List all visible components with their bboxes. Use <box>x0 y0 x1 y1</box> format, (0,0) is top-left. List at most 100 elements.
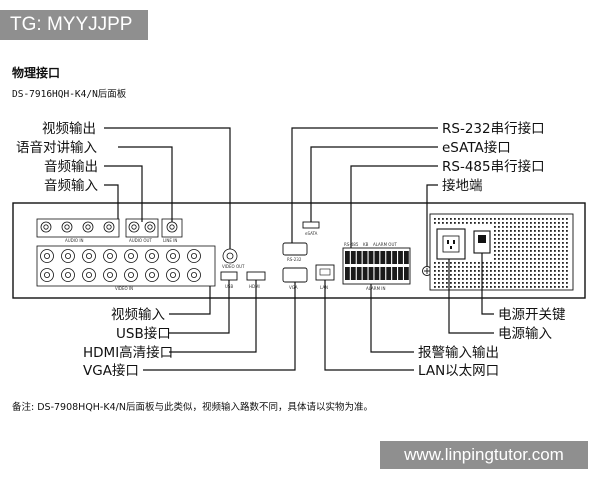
vent-hole <box>542 234 544 236</box>
vent-hole <box>502 222 504 224</box>
vent-hole <box>470 286 472 288</box>
vent-hole <box>546 286 548 288</box>
bnc-pin <box>65 252 72 259</box>
vent-hole <box>494 286 496 288</box>
vent-hole <box>434 282 436 284</box>
vent-hole <box>534 282 536 284</box>
vent-hole <box>510 266 512 268</box>
vent-hole <box>538 250 540 252</box>
vent-hole <box>526 262 528 264</box>
vent-hole <box>518 234 520 236</box>
vent-hole <box>510 226 512 228</box>
vent-hole <box>522 262 524 264</box>
terminal-pin <box>380 251 386 264</box>
vent-hole <box>462 266 464 268</box>
vent-hole <box>518 258 520 260</box>
vent-hole <box>534 222 536 224</box>
vent-hole <box>534 238 536 240</box>
vent-hole <box>538 242 540 244</box>
vent-hole <box>526 274 528 276</box>
vent-hole <box>446 218 448 220</box>
vent-hole <box>526 226 528 228</box>
vent-hole <box>502 242 504 244</box>
vent-hole <box>438 286 440 288</box>
vent-hole <box>498 262 500 264</box>
vent-hole <box>486 262 488 264</box>
label-rs485: RS-485串行接口 <box>442 158 545 175</box>
vent-hole <box>566 254 568 256</box>
vent-hole <box>498 282 500 284</box>
vent-hole <box>526 270 528 272</box>
vent-hole <box>562 222 564 224</box>
vent-hole <box>518 266 520 268</box>
vent-hole <box>502 254 504 256</box>
vent-hole <box>554 266 556 268</box>
vent-hole <box>482 266 484 268</box>
bnc-pin <box>190 271 197 278</box>
vent-hole <box>490 282 492 284</box>
vent-hole <box>530 274 532 276</box>
vent-hole <box>518 286 520 288</box>
terminal-pin <box>345 267 350 280</box>
vent-hole <box>558 218 560 220</box>
vent-hole <box>542 226 544 228</box>
vent-hole <box>498 226 500 228</box>
vent-hole <box>562 238 564 240</box>
vent-hole <box>534 226 536 228</box>
vent-hole <box>526 230 528 232</box>
vent-hole <box>534 266 536 268</box>
vent-hole <box>522 234 524 236</box>
vent-hole <box>474 286 476 288</box>
vent-hole <box>550 218 552 220</box>
vent-hole <box>522 270 524 272</box>
vent-hole <box>562 282 564 284</box>
vent-hole <box>502 286 504 288</box>
vent-hole <box>550 222 552 224</box>
vent-hole <box>458 266 460 268</box>
vga-mark: VGA <box>289 285 298 290</box>
vent-hole <box>554 242 556 244</box>
vent-hole <box>546 242 548 244</box>
vent-hole <box>558 270 560 272</box>
vent-hole <box>510 222 512 224</box>
vent-hole <box>450 266 452 268</box>
vent-hole <box>506 258 508 260</box>
vent-hole <box>566 250 568 252</box>
vent-hole <box>438 222 440 224</box>
vent-hole <box>478 270 480 272</box>
vent-hole <box>518 242 520 244</box>
bnc-pin <box>127 252 134 259</box>
vent-hole <box>554 270 556 272</box>
vent-hole <box>490 286 492 288</box>
vent-hole <box>506 222 508 224</box>
vent-hole <box>558 230 560 232</box>
vent-hole <box>498 246 500 248</box>
vent-hole <box>442 278 444 280</box>
vent-hole <box>522 242 524 244</box>
vent-hole <box>522 286 524 288</box>
vent-hole <box>486 282 488 284</box>
vent-hole <box>538 230 540 232</box>
vent-hole <box>502 262 504 264</box>
vent-hole <box>542 282 544 284</box>
vent-hole <box>478 222 480 224</box>
vent-hole <box>542 270 544 272</box>
vent-hole <box>554 250 556 252</box>
vent-hole <box>494 266 496 268</box>
vent-hole <box>498 234 500 236</box>
terminal-pin <box>374 251 380 264</box>
vent-hole <box>494 222 496 224</box>
vent-hole <box>510 270 512 272</box>
vent-hole <box>510 250 512 252</box>
vent-hole <box>562 274 564 276</box>
vent-hole <box>514 258 516 260</box>
vent-hole <box>566 278 568 280</box>
vent-hole <box>542 286 544 288</box>
vent-hole <box>506 254 508 256</box>
vent-hole <box>526 218 528 220</box>
vent-hole <box>450 262 452 264</box>
vent-hole <box>546 238 548 240</box>
vent-hole <box>522 266 524 268</box>
vent-hole <box>458 218 460 220</box>
vent-hole <box>458 274 460 276</box>
